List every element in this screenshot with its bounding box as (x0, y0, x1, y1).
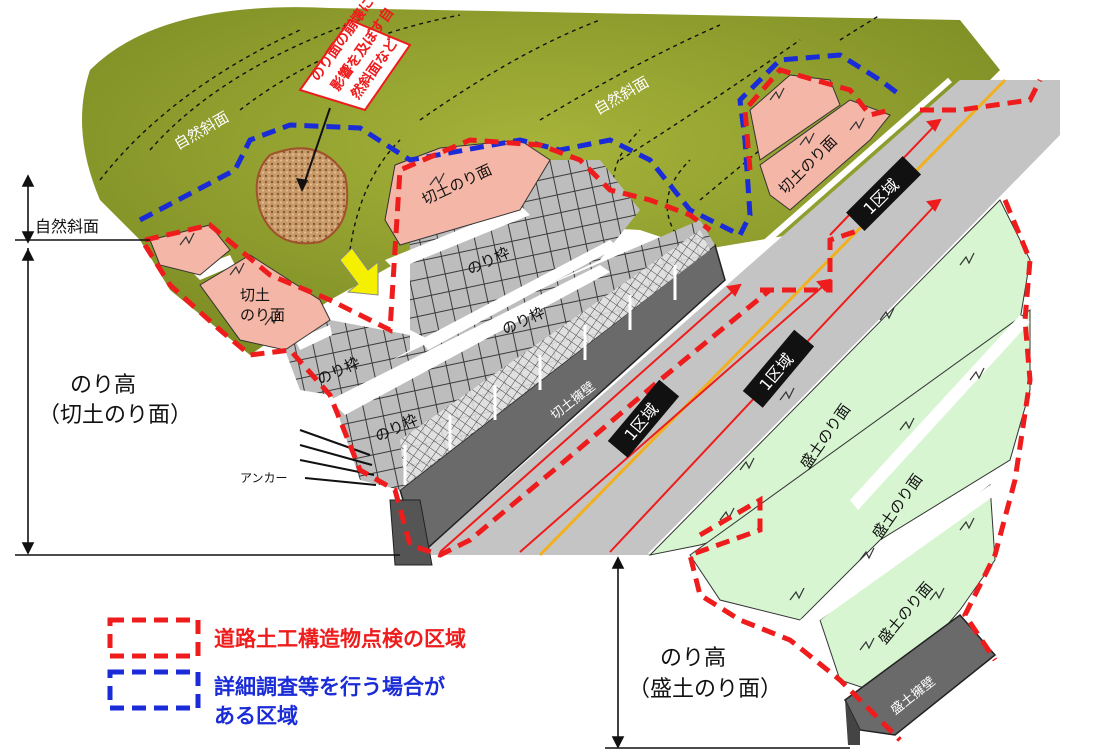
cut-slope-small-label-1: 切土 (240, 286, 270, 304)
cut-slope-right (759, 99, 891, 211)
natural-slope-patch (255, 147, 349, 245)
anchor-label: アンカー (240, 471, 288, 485)
legend: 道路土工構造物点検の区域 詳細調査等を行う場合が ある区域 (107, 617, 466, 728)
collapse-direction-arrow (339, 247, 379, 296)
callout-pointer-head (296, 178, 308, 192)
inspection-boundaries (142, 67, 1043, 742)
dimension-lines (15, 174, 850, 749)
fill-wall-front (845, 700, 860, 745)
fill-height-label-1: のり高 (660, 646, 726, 671)
grass-symbols (179, 87, 985, 651)
fence-mesh (400, 230, 710, 485)
legend-blue-label-2: ある区域 (214, 704, 298, 728)
legend-blue-swatch (107, 669, 201, 711)
cut-height-label-1: のり高 (70, 373, 136, 398)
cut-slope-left (199, 254, 331, 351)
callout-pointer (301, 107, 331, 191)
fill-height-label-2: （盛土のり面） (628, 677, 782, 702)
fill-berms (800, 315, 1030, 630)
callout-bubble (298, 18, 412, 112)
natural-slope-side-label: 自然斜面 (35, 217, 99, 236)
fill-slope-middle (689, 309, 1031, 621)
detailed-survey-boundary (138, 52, 902, 239)
legend-red-swatch (107, 617, 201, 659)
legend-red-label: 道路土工構造物点検の区域 (214, 627, 466, 651)
cut-slope-small-label-2: のり面 (240, 306, 285, 324)
road-center-line (538, 78, 1007, 557)
fence-posts (403, 265, 677, 485)
cut-height-label-2: （切土のり面） (38, 403, 192, 428)
legend-blue-label-1: 詳細調査等を行う場合が (214, 675, 445, 699)
zone-badge-3: 1区域 (846, 156, 922, 232)
